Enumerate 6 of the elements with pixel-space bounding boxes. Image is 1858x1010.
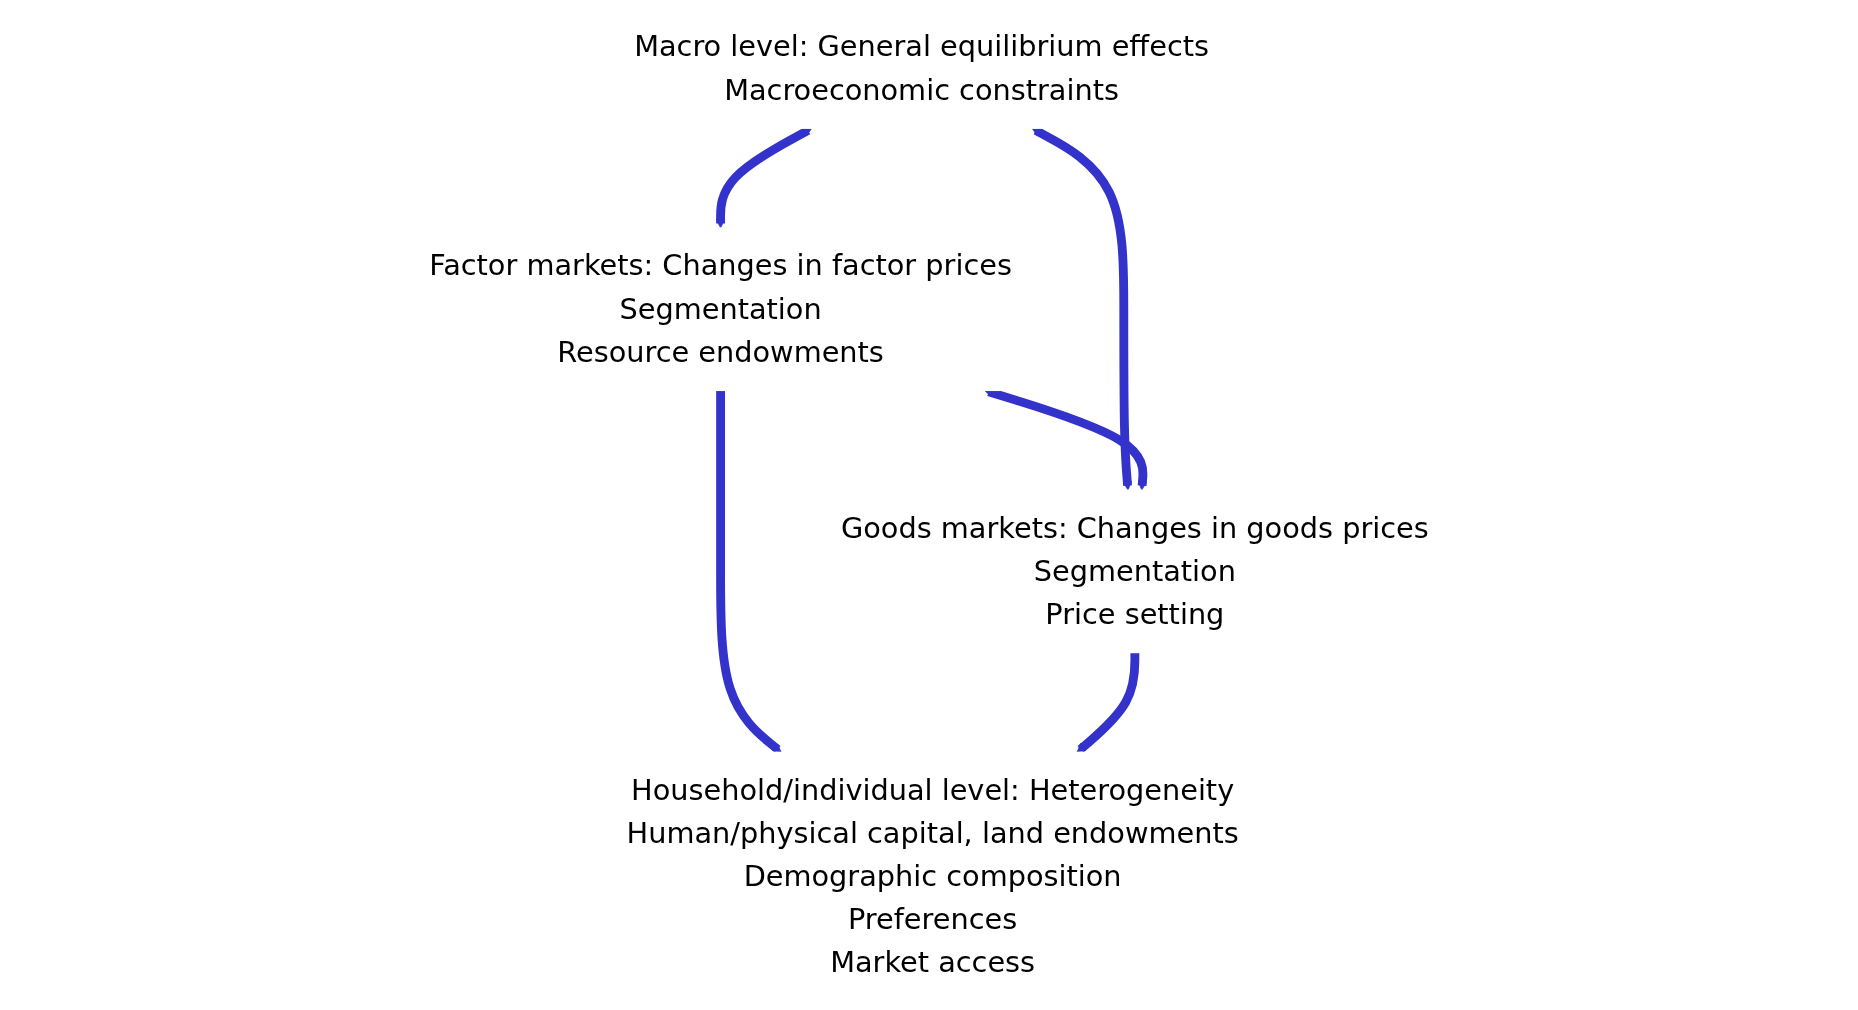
node-text: Macro level: General equilibrium effects Macroeconomic constraints: [634, 29, 1209, 107]
arrow: [716, 390, 782, 753]
node-text: Household/individual level: Heterogeneity Human/physical capital, land endowments Demographic composition Preferences Market access: [626, 773, 1239, 980]
arrow: [1076, 652, 1140, 753]
node-text: Factor markets: Changes in factor prices Segmentation Resource endowments: [429, 248, 1012, 369]
node-text: Goods markets: Changes in goods prices Segmentation Price setting: [840, 511, 1429, 631]
